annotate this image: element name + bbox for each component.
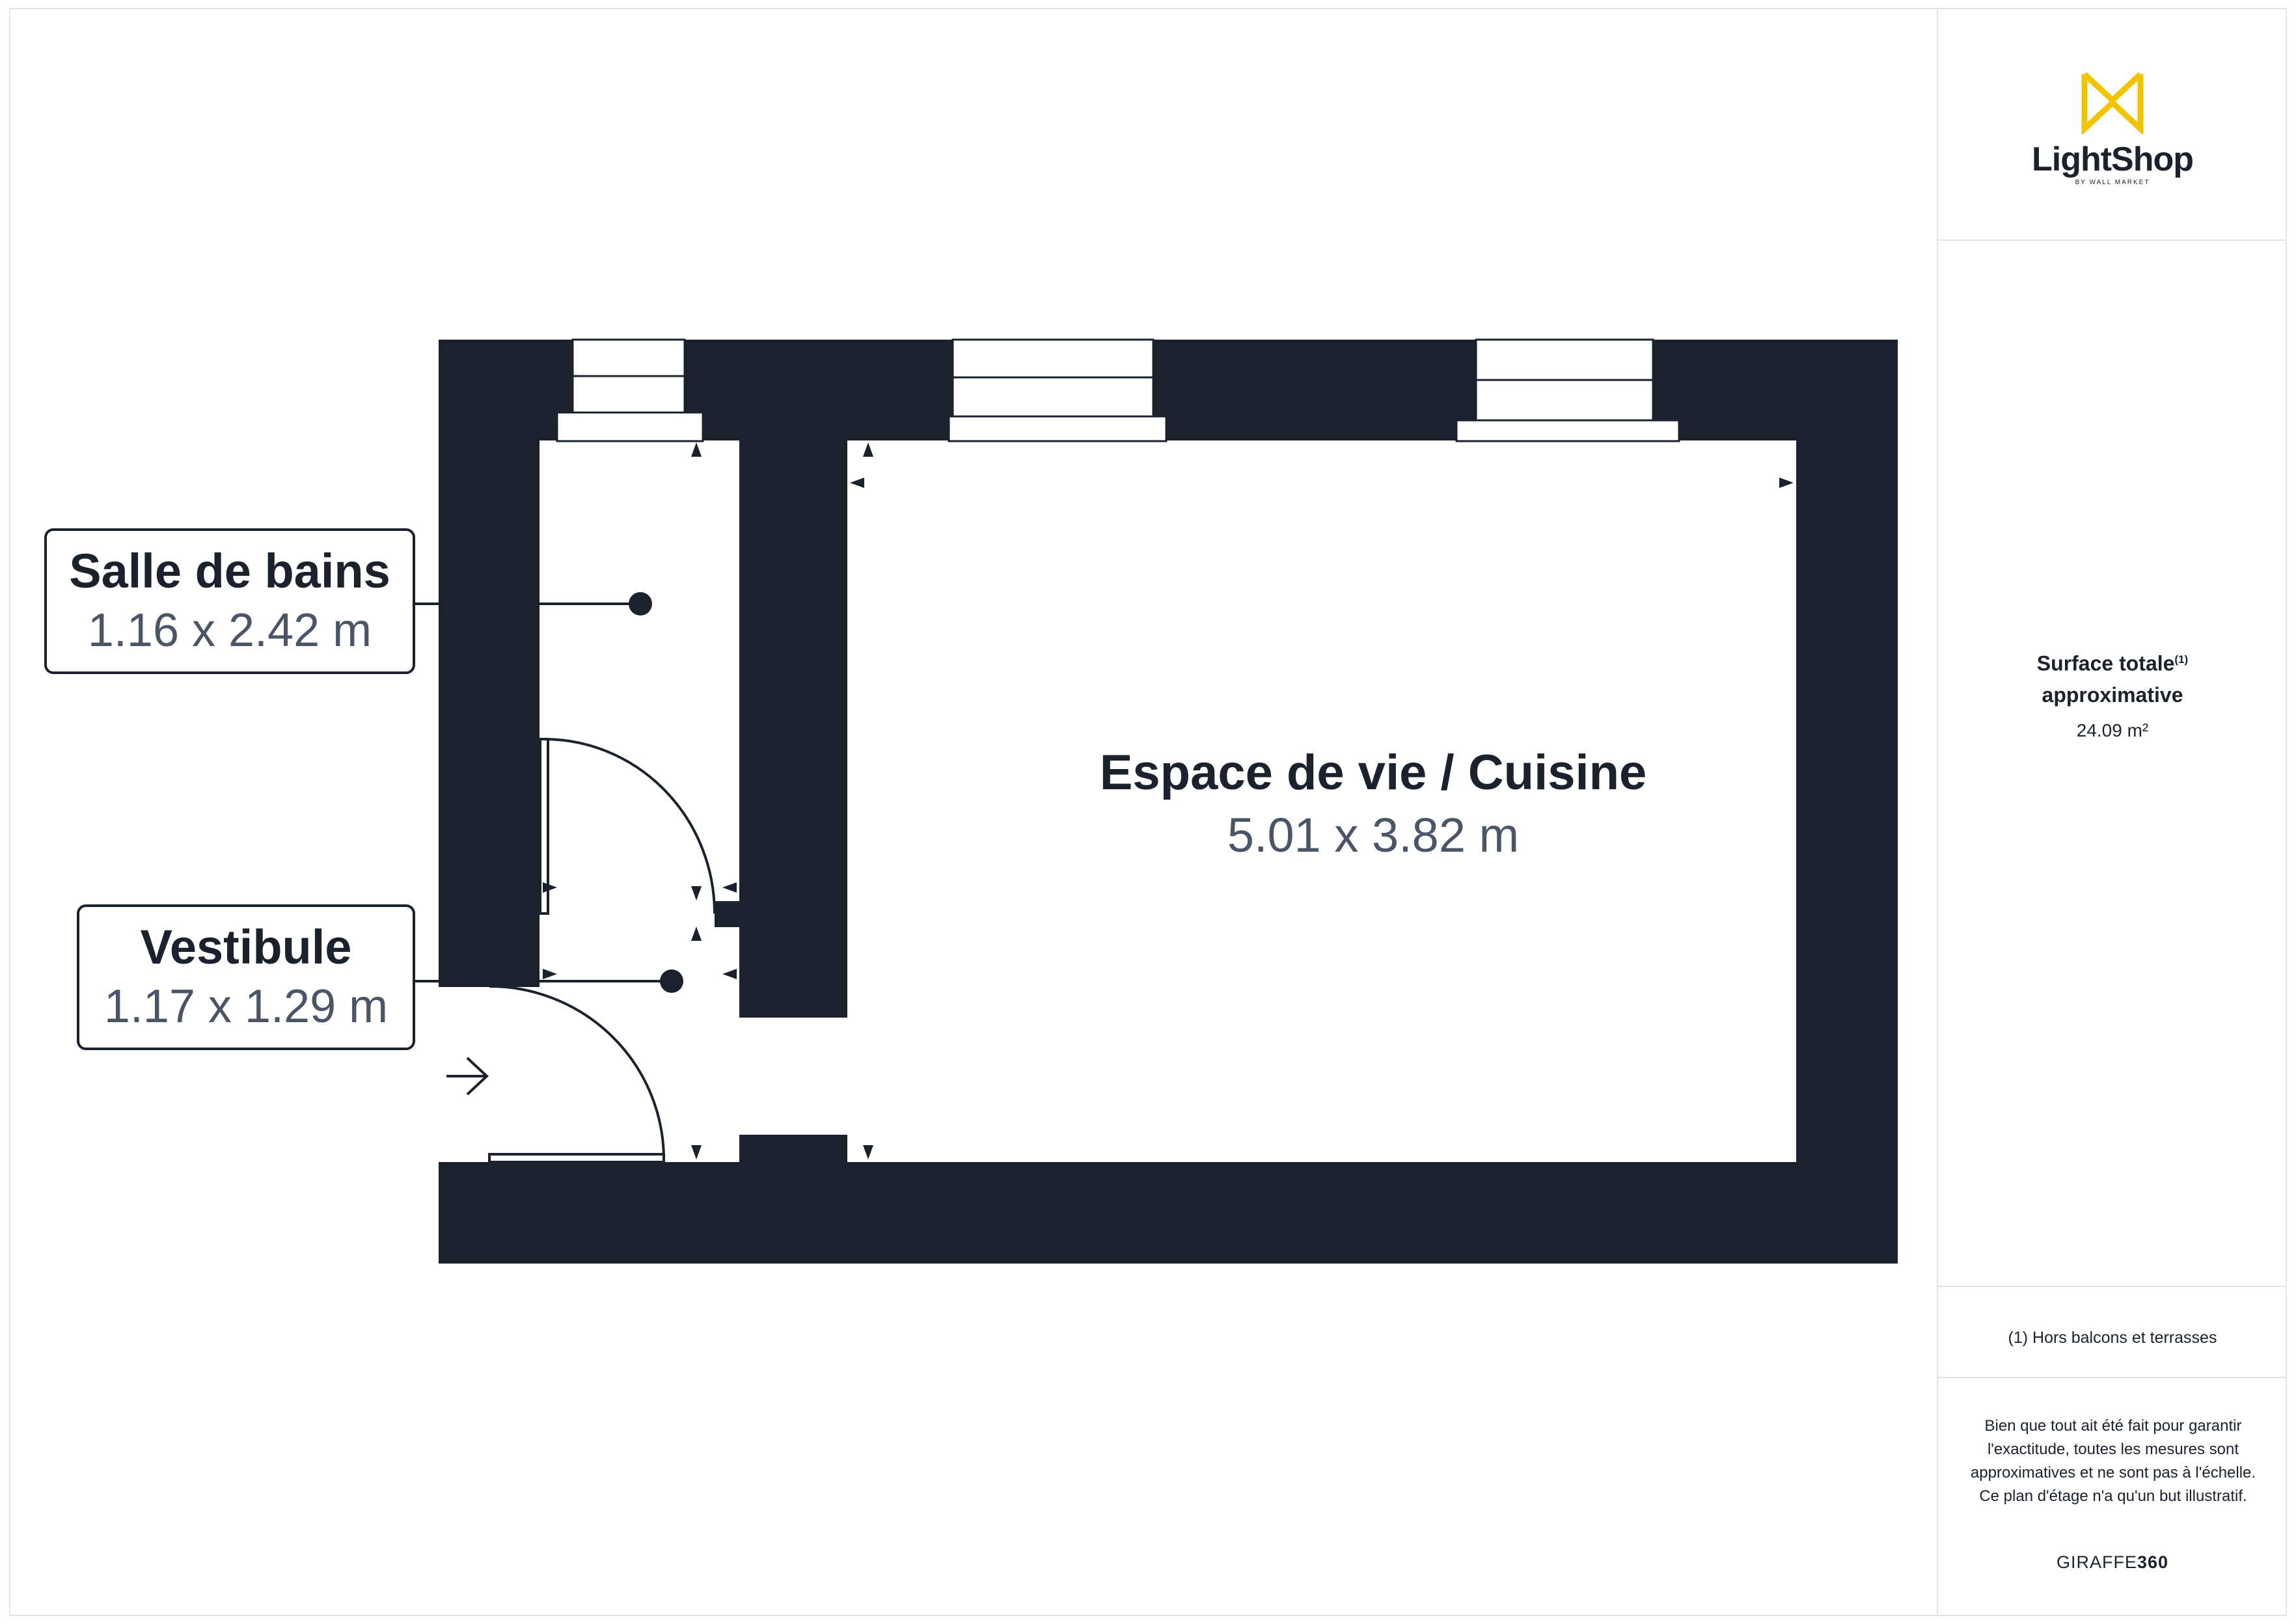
total-surface: Surface totale(1) approximative 24.09 m² bbox=[1938, 644, 2287, 747]
door-bathroom-swing bbox=[543, 738, 716, 914]
marker-bathroom bbox=[629, 592, 652, 616]
sidebar-divider bbox=[1938, 1286, 2287, 1287]
surface-value: 24.09 m² bbox=[2076, 720, 2149, 740]
wall-partition-stub bbox=[739, 1135, 847, 1167]
room-name-bathroom: Salle de bains bbox=[69, 544, 390, 598]
company-brand: GIRAFFE360 bbox=[2056, 1552, 2169, 1572]
window-sill-living-1 bbox=[948, 415, 1168, 442]
entrance-arrow-icon bbox=[446, 1057, 489, 1096]
window-sill-bathroom bbox=[556, 411, 704, 442]
wall-door-jamb bbox=[715, 901, 741, 927]
room-dims-bathroom: 1.16 x 2.42 m bbox=[87, 604, 372, 656]
wall-bottom bbox=[439, 1162, 1898, 1264]
marker-vestibule bbox=[660, 969, 683, 993]
room-name-living: Espace de vie / Cuisine bbox=[1099, 745, 1647, 800]
sidebar-divider bbox=[1938, 239, 2287, 241]
wall-partition bbox=[739, 436, 847, 1018]
logo-tagline: BY WALL MARKET bbox=[2075, 179, 2150, 186]
window-sill-living-2 bbox=[1455, 419, 1680, 442]
disclaimer: Bien que tout ait été fait pour garantir… bbox=[1970, 1417, 2256, 1505]
logo-wordmark: LightShop bbox=[2031, 141, 2194, 178]
label-living: Espace de vie / Cuisine 5.01 x 3.82 m bbox=[1015, 742, 1731, 867]
footnote-marker: (1) bbox=[2174, 653, 2189, 666]
callout-vestibule: Vestibule 1.17 x 1.29 m bbox=[77, 904, 415, 1050]
surface-title: Surface totale(1) approximative bbox=[2036, 651, 2189, 707]
logo: LightShop BY WALL MARKET bbox=[1938, 66, 2287, 186]
crown-mark-icon bbox=[2081, 72, 2144, 136]
room-dims-living: 5.01 x 3.82 m bbox=[1227, 808, 1520, 862]
room-dims-vestibule: 1.17 x 1.29 m bbox=[103, 981, 389, 1033]
footnote: (1) Hors balcons et terrasses bbox=[2008, 1329, 2217, 1347]
door-entrance-swing bbox=[489, 985, 665, 1160]
wall-left bbox=[439, 340, 540, 987]
callout-bathroom: Salle de bains 1.16 x 2.42 m bbox=[44, 528, 415, 674]
room-name-vestibule: Vestibule bbox=[140, 920, 352, 974]
sidebar-divider bbox=[1938, 1377, 2287, 1378]
floor-plan bbox=[414, 338, 1898, 1264]
page-frame bbox=[9, 8, 2287, 1616]
sidebar: LightShop BY WALL MARKET Surface totale(… bbox=[1937, 8, 2287, 1616]
door-entrance-leaf bbox=[488, 1153, 665, 1163]
wall-right bbox=[1796, 340, 1898, 1264]
